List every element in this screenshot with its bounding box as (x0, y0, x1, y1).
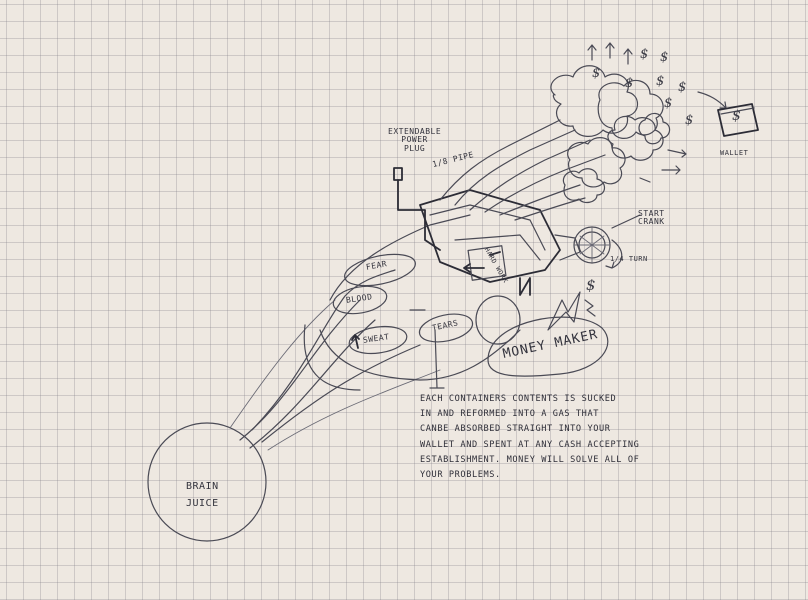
brain-juice-label: BRAIN JUICE (186, 482, 219, 509)
hull-bottom (320, 330, 520, 380)
dollar-sign: $ (678, 80, 686, 95)
arrow-to-wallet (698, 92, 726, 108)
dollar-sign: $ (592, 66, 600, 81)
gas-cloud-3 (608, 116, 663, 160)
note-line: YOUR PROBLEMS. (420, 468, 720, 483)
note-line: ESTABLISHMENT. MONEY Will SOLVE ALL OF (420, 453, 720, 468)
crank-spokes (575, 228, 609, 262)
engine-block (420, 190, 560, 282)
up-arrow-1 (588, 45, 596, 60)
hull-top (330, 215, 470, 300)
dollar-sign: $ (660, 50, 668, 65)
dollar-sign: $ (625, 76, 633, 91)
label-line: BRAIN (186, 482, 219, 493)
brain-tube-a (240, 300, 360, 440)
flow-arrow-3 (640, 178, 650, 182)
hard-work-container (476, 296, 520, 344)
start-crank-label: START CRANK (638, 210, 665, 227)
brain-tube-c (252, 270, 395, 430)
explanation-note: EACH CONTAINERS CONTENTS IS SUCKED IN AN… (420, 392, 720, 483)
money-maker-dollar-sign: $ (586, 276, 596, 294)
note-line: IN AND REFORMED INTO A GAS THAT (420, 407, 720, 422)
dollar-sign: $ (656, 74, 664, 89)
wallet-dollar-sign: $ (732, 108, 741, 124)
label-line: CRANK (638, 218, 665, 226)
money-maker-zigzag (585, 300, 595, 316)
label-line: JUICE (186, 499, 219, 510)
engine-inner-b (455, 235, 540, 260)
dollar-sign: $ (685, 113, 693, 128)
flow-arrow-1 (668, 150, 686, 157)
engine-arrow-1 (464, 264, 484, 272)
up-arrow-3 (624, 49, 632, 64)
quarter-turn-arrow (606, 240, 622, 268)
quarter-turn-label: 1/4 TURN (610, 256, 648, 263)
note-line: EACH CONTAINERS CONTENTS IS SUCKED (420, 392, 720, 407)
note-line: WALLET AND SPENT AT ANY CASH ACCEPTING (420, 438, 720, 453)
flow-arrow-2 (662, 166, 680, 174)
power-plug (394, 168, 402, 180)
start-crank-leader (612, 215, 640, 228)
power-plug-cord (398, 180, 440, 250)
gas-cloud-5 (563, 169, 604, 203)
extendable-power-plug-label: EXTENDABLE POWER PLUG (388, 128, 441, 153)
brain-tube-e (230, 300, 335, 428)
gas-cloud-4 (568, 138, 625, 187)
dollar-sign: $ (664, 96, 672, 111)
wallet-label: WALLET (720, 150, 748, 157)
dollar-sign: $ (640, 47, 648, 62)
pipe-6 (515, 198, 585, 220)
up-arrow-2 (606, 43, 614, 58)
money-maker-spark (548, 292, 580, 330)
engine-inner-a (430, 205, 545, 250)
engine-n-mark (520, 278, 530, 295)
note-line: CANBE ABSORBED STRAIGHT INTO YOUR (420, 422, 720, 437)
label-line: PLUG (388, 145, 441, 153)
